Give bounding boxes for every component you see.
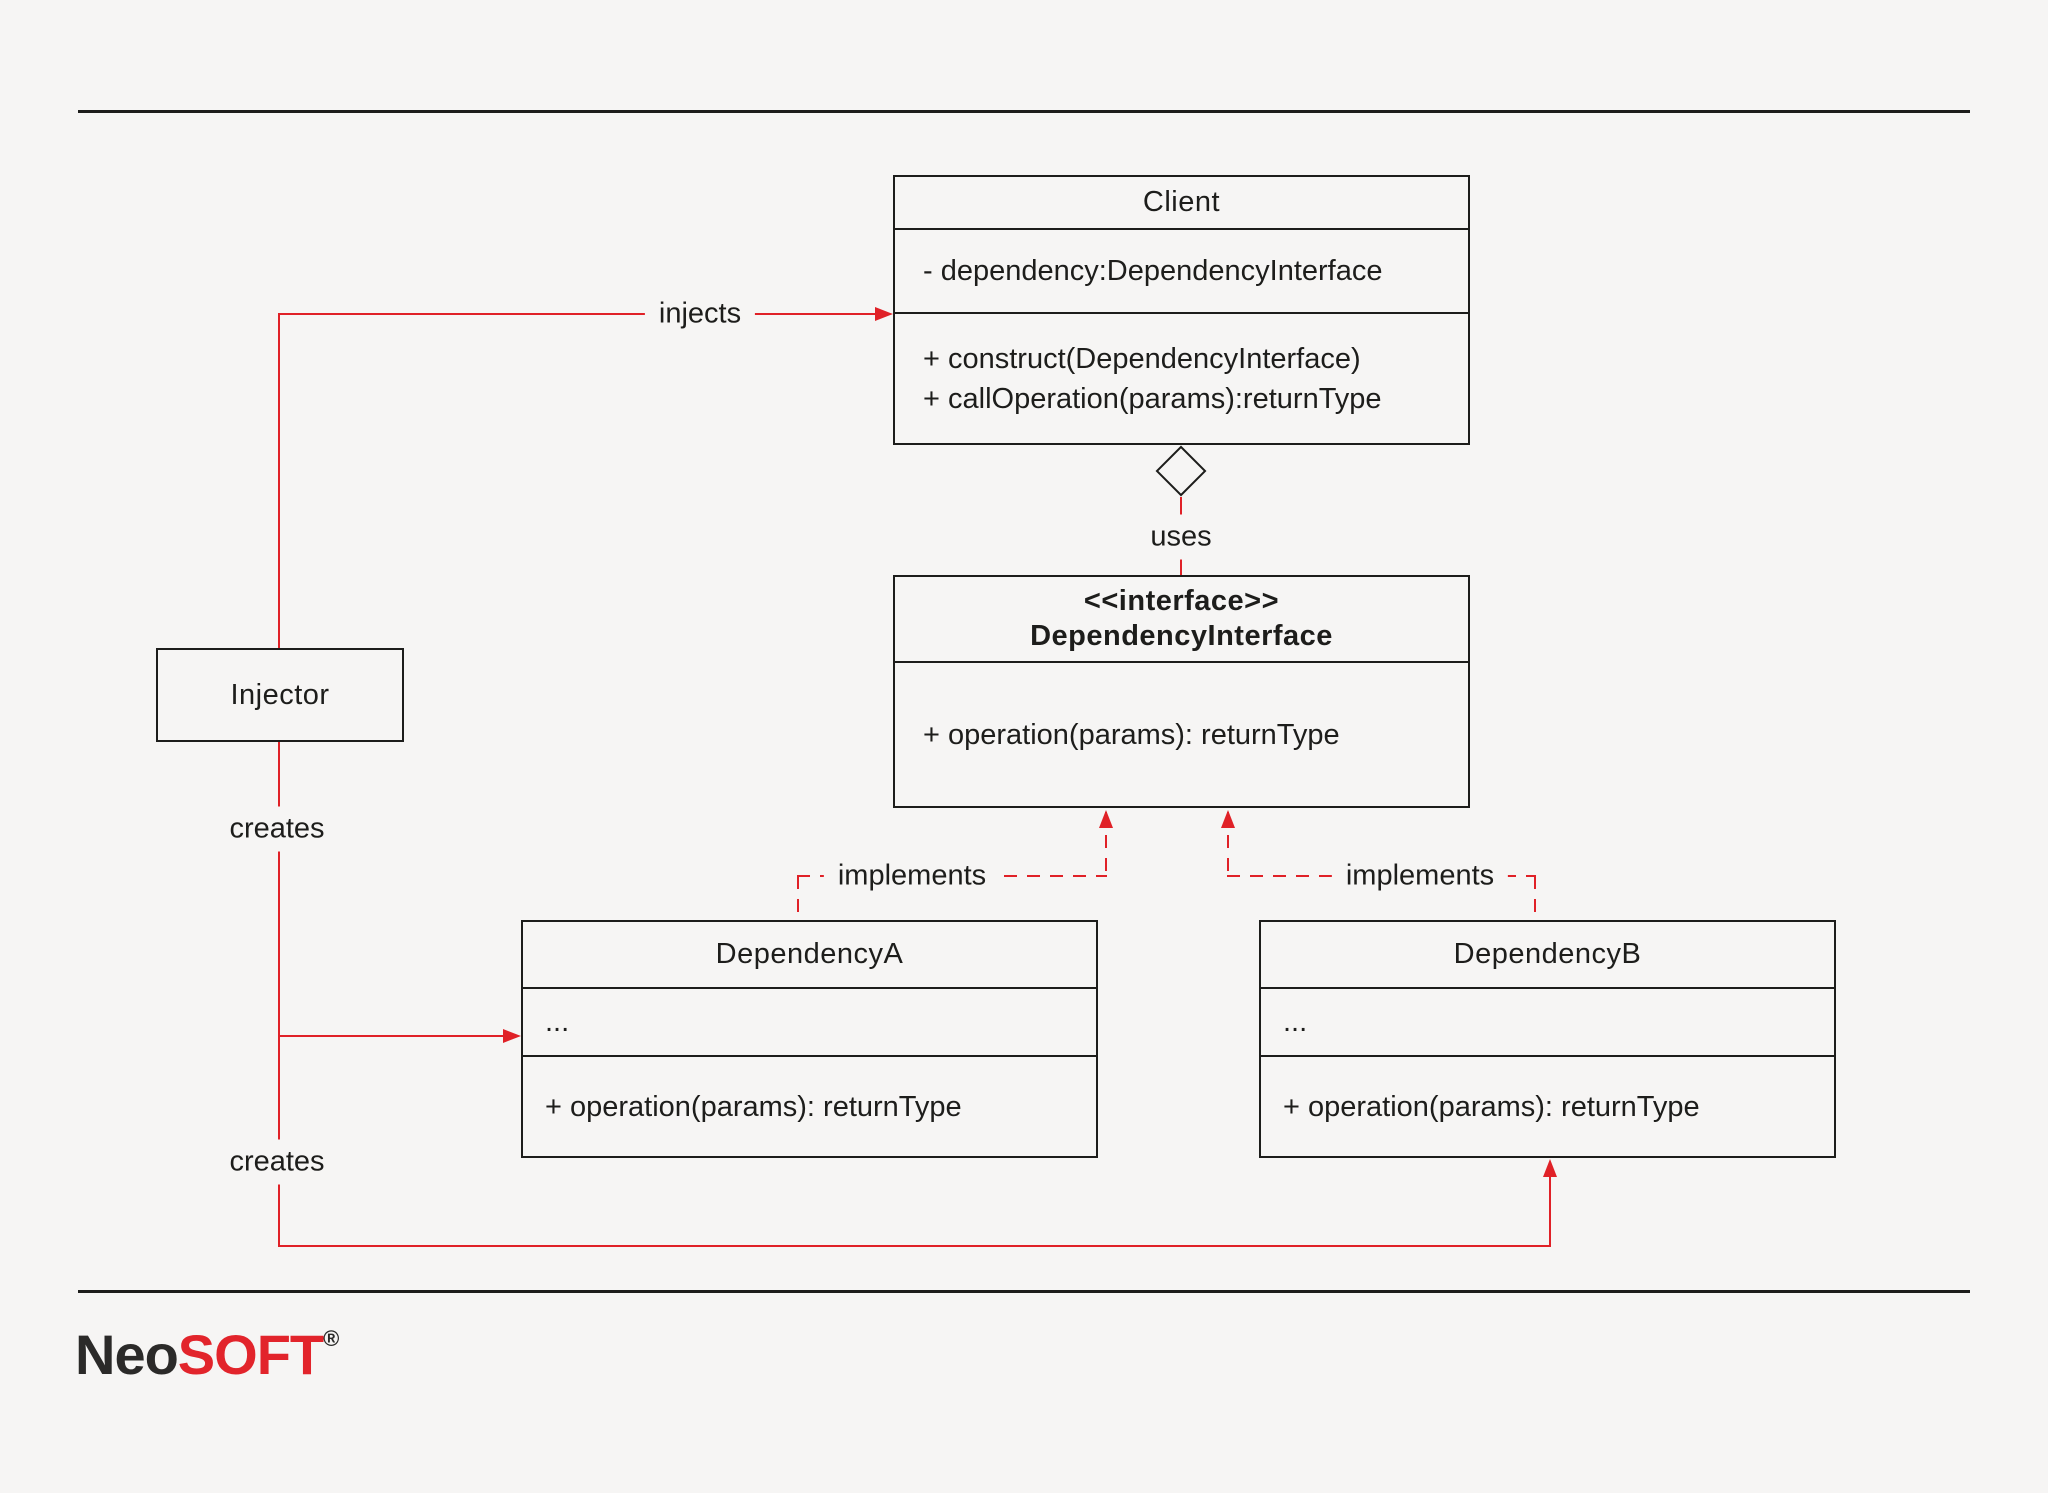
class-methods-section: + operation(params): returnType xyxy=(1261,1055,1834,1156)
neosoft-logo: NeoSOFT® xyxy=(75,1322,339,1387)
logo-text-soft: SOFT xyxy=(177,1323,324,1386)
aggregation-diamond xyxy=(1155,445,1207,497)
class-methods-section: + operation(params): returnType xyxy=(523,1055,1096,1156)
class-method: + operation(params): returnType xyxy=(923,718,1340,751)
logo-text-neo: Neo xyxy=(75,1323,179,1386)
implements-b-arrowhead xyxy=(1221,810,1235,828)
class-title: Injector xyxy=(230,678,330,711)
injects-edge-label: injects xyxy=(644,291,756,337)
class-attribute: ... xyxy=(1283,1006,1308,1038)
class-method: + operation(params): returnType xyxy=(545,1090,962,1123)
class-method: + construct(DependencyInterface) xyxy=(923,342,1361,375)
creates-a-arrowhead xyxy=(503,1029,521,1043)
class-attributes-section: - dependency:DependencyInterface xyxy=(895,228,1468,312)
class-attribute: ... xyxy=(545,1006,570,1038)
class-method: + callOperation(params):returnType xyxy=(923,382,1382,415)
uses-edge-label: uses xyxy=(1136,514,1226,560)
creates-a-edge-label: creates xyxy=(215,806,339,852)
creates-b-arrowhead xyxy=(1543,1159,1557,1177)
class-title: DependencyA xyxy=(715,938,904,970)
creates-edge-vertical xyxy=(278,742,280,1247)
implements-a-edge-vertical xyxy=(1105,812,1107,876)
class-method: + operation(params): returnType xyxy=(1283,1090,1700,1123)
injects-arrowhead xyxy=(875,307,893,321)
creates-b-edge-label: creates xyxy=(215,1139,339,1185)
interface-name: DependencyInterface xyxy=(1030,620,1333,652)
class-box-injector: Injector xyxy=(156,648,404,742)
class-attributes-section: ... xyxy=(523,987,1096,1055)
class-box-dependency-b: DependencyB ... + operation(params): ret… xyxy=(1259,920,1836,1158)
class-title: Client xyxy=(1142,186,1221,218)
implements-a-edge-stub xyxy=(797,876,799,920)
bottom-divider-rule xyxy=(78,1290,1970,1293)
class-attributes-section: ... xyxy=(1261,987,1834,1055)
registered-trademark-icon: ® xyxy=(323,1326,340,1351)
implements-b-edge-label: implements xyxy=(1331,853,1509,899)
injects-edge-vertical xyxy=(278,313,280,648)
injects-edge-horizontal xyxy=(278,313,878,315)
implements-b-edge-vertical xyxy=(1227,812,1229,876)
class-box-client: Client - dependency:DependencyInterface … xyxy=(893,175,1470,445)
class-methods-section: + operation(params): returnType xyxy=(895,661,1468,806)
class-box-dependency-a: DependencyA ... + operation(params): ret… xyxy=(521,920,1098,1158)
implements-b-edge-stub xyxy=(1534,876,1536,920)
creates-b-edge-vertical xyxy=(1549,1176,1551,1247)
class-title: DependencyB xyxy=(1453,938,1642,970)
class-box-dependency-interface: <<interface>> DependencyInterface + oper… xyxy=(893,575,1470,808)
creates-b-edge-horizontal xyxy=(278,1245,1551,1247)
class-methods-section: + construct(DependencyInterface) + callO… xyxy=(895,312,1468,443)
interface-stereotype: <<interface>> xyxy=(1083,585,1280,617)
class-title-group: <<interface>> DependencyInterface xyxy=(895,577,1468,661)
creates-a-edge-horizontal xyxy=(278,1035,506,1037)
implements-a-arrowhead xyxy=(1099,810,1113,828)
top-divider-rule xyxy=(78,110,1970,113)
class-attribute: - dependency:DependencyInterface xyxy=(923,255,1383,287)
implements-a-edge-label: implements xyxy=(823,853,1001,899)
